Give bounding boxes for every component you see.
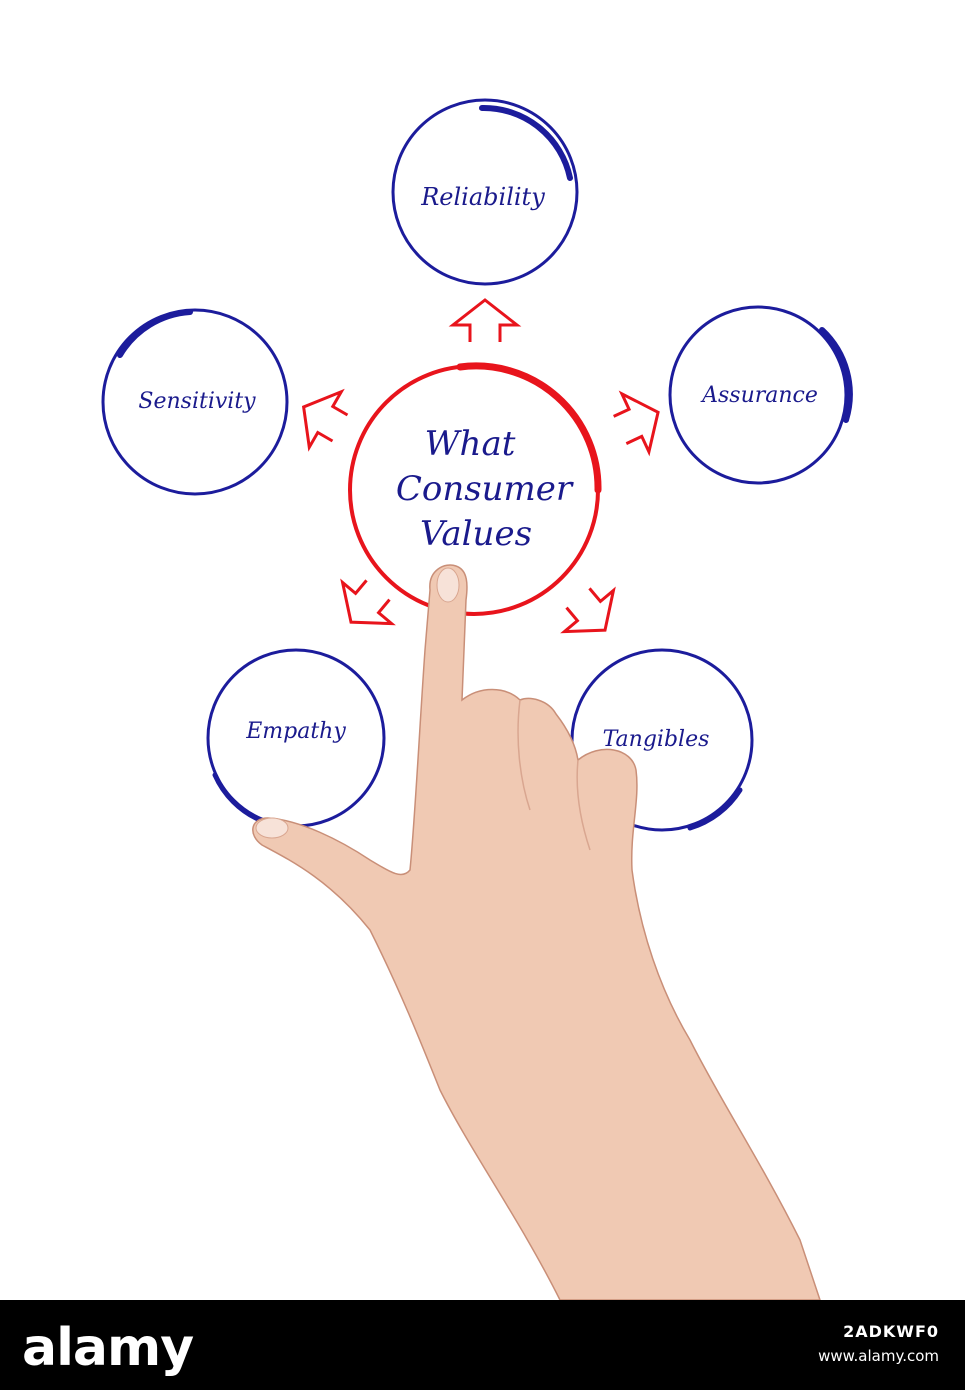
diagram-canvas: Reliability Sensitivity Assurance Empath… [101, 98, 853, 1300]
arrow-down-right-icon [560, 586, 616, 634]
footer-bar: alamy 2ADKWF0 www.alamy.com [0, 1300, 965, 1390]
center-node: What Consumer Values [348, 362, 602, 616]
center-label-line-3: Values [420, 514, 532, 554]
node-label-sensitivity: Sensitivity [138, 389, 256, 414]
node-sensitivity: Sensitivity [101, 308, 289, 496]
footer-info: 2ADKWF0 www.alamy.com [818, 1322, 939, 1365]
center-label-line-1: What [425, 424, 516, 464]
node-label-empathy: Empathy [245, 719, 346, 744]
image-id: 2ADKWF0 [843, 1322, 939, 1341]
pointing-hand-icon [252, 564, 821, 1300]
node-label-tangibles: Tangibles [603, 727, 710, 752]
arrow-up-icon [448, 298, 522, 342]
center-label-line-2: Consumer [396, 469, 574, 509]
node-assurance: Assurance [668, 305, 853, 485]
arrow-down-left-icon [340, 578, 396, 626]
site-url: www.alamy.com [818, 1347, 939, 1365]
arrow-right-icon [613, 390, 660, 457]
brand-logo: alamy [22, 1318, 194, 1378]
arrow-left-icon [301, 388, 349, 452]
node-reliability: Reliability [391, 98, 579, 286]
node-label-assurance: Assurance [700, 383, 818, 408]
node-label-reliability: Reliability [420, 183, 545, 211]
node-empathy: Empathy [206, 648, 386, 828]
